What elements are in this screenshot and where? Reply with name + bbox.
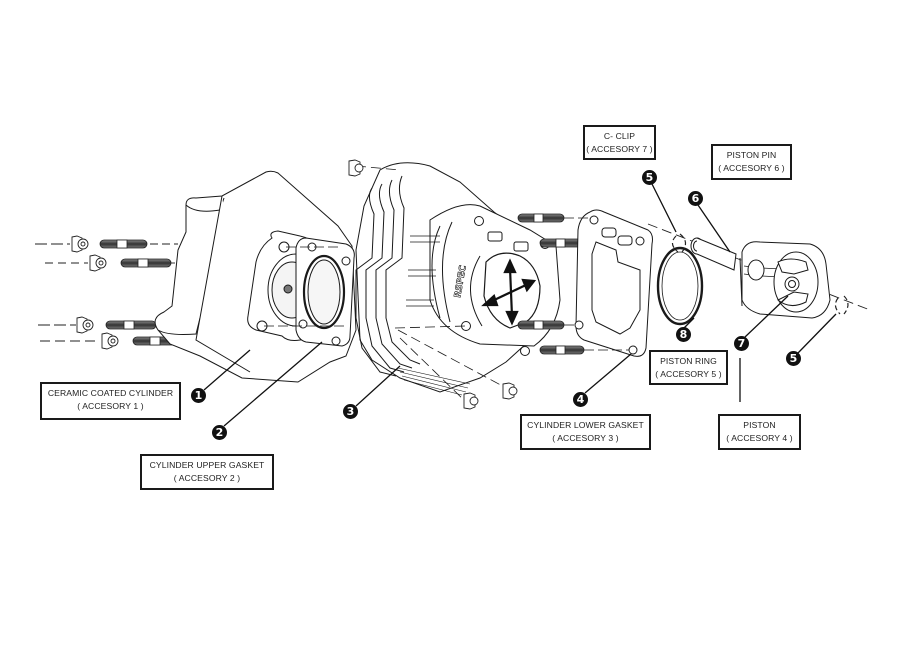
flange-nut bbox=[89, 254, 107, 272]
c-clip-bottom bbox=[834, 295, 849, 315]
stud bbox=[99, 239, 148, 249]
nut-group-head bbox=[348, 159, 518, 410]
cylinder-lower-gasket bbox=[564, 209, 653, 357]
flange-nut bbox=[76, 316, 94, 334]
label-accessory: ( ACCESORY 3 ) bbox=[552, 432, 619, 443]
part-number-badge-4: 4 bbox=[573, 392, 588, 407]
part-number-badge-6: 6 bbox=[688, 191, 703, 206]
leader-5-top bbox=[651, 183, 677, 233]
part-number-badge-8: 8 bbox=[676, 327, 691, 342]
label-cylinder-upper-gasket: CYLINDER UPPER GASKET ( ACCESORY 2 ) bbox=[140, 454, 274, 490]
c-clip-top bbox=[671, 233, 687, 253]
leader-3 bbox=[355, 365, 401, 407]
piston-ring bbox=[656, 246, 704, 326]
nut-group-left bbox=[71, 235, 119, 350]
part-number-badge-5-bottom: 5 bbox=[786, 351, 801, 366]
leader-8 bbox=[683, 317, 695, 329]
stud bbox=[539, 238, 585, 248]
label-accessory: ( ACCESORY 1 ) bbox=[77, 400, 144, 411]
cylinder-upper-gasket bbox=[264, 237, 355, 347]
leader-5-bottom bbox=[797, 313, 837, 354]
flange-nut bbox=[101, 332, 119, 350]
cylinder-head bbox=[355, 162, 561, 403]
label-ceramic-coated-cylinder: CERAMIC COATED CYLINDER ( ACCESORY 1 ) bbox=[40, 382, 181, 420]
label-title: CYLINDER UPPER GASKET bbox=[149, 460, 265, 470]
leader-2 bbox=[223, 341, 323, 427]
stud bbox=[539, 345, 585, 355]
leader-lines bbox=[203, 183, 837, 427]
stud bbox=[120, 258, 172, 268]
motion-arrows-icon bbox=[481, 258, 537, 326]
flange-nut bbox=[348, 159, 364, 177]
left-fasteners bbox=[35, 243, 178, 342]
flange-nut bbox=[71, 235, 89, 253]
leader-6 bbox=[697, 204, 731, 253]
flange-nut bbox=[502, 382, 518, 400]
label-accessory: ( ACCESORY 4 ) bbox=[726, 432, 793, 443]
label-title: PISTON bbox=[743, 420, 776, 430]
label-accessory: ( ACCESORY 2 ) bbox=[173, 472, 241, 483]
label-piston-pin: PISTON PIN ( ACCESORY 6 ) bbox=[711, 144, 792, 180]
part-number-badge-1: 1 bbox=[191, 388, 206, 403]
stud bbox=[517, 213, 565, 223]
label-c-clip: C- CLIP ( ACCESORY 7 ) bbox=[583, 125, 656, 160]
label-accessory: ( ACCESORY 5 ) bbox=[655, 368, 722, 379]
part-number-badge-5-top: 5 bbox=[642, 170, 657, 185]
part-number-badge-3: 3 bbox=[343, 404, 358, 419]
label-cylinder-lower-gasket: CYLINDER LOWER GASKET ( ACCESORY 3 ) bbox=[520, 414, 651, 450]
label-title: CERAMIC COATED CYLINDER bbox=[47, 388, 174, 398]
part-number-badge-2: 2 bbox=[212, 425, 227, 440]
stud bbox=[105, 320, 157, 330]
piston-pin bbox=[690, 237, 737, 271]
label-piston: PISTON ( ACCESORY 4 ) bbox=[718, 414, 801, 450]
stud bbox=[517, 320, 565, 330]
label-title: CYLINDER LOWER GASKET bbox=[527, 420, 644, 430]
piston bbox=[739, 241, 831, 319]
label-title: PISTON RING bbox=[660, 356, 717, 366]
leader-7 bbox=[744, 295, 789, 338]
leader-1 bbox=[203, 349, 251, 391]
label-accessory: ( ACCESORY 6 ) bbox=[718, 162, 785, 173]
flange-nut bbox=[463, 392, 479, 410]
leader-4 bbox=[584, 353, 632, 394]
label-piston-ring: PISTON RING ( ACCESORY 5 ) bbox=[649, 350, 728, 385]
part-number-badge-7: 7 bbox=[734, 336, 749, 351]
label-accessory: ( ACCESORY 7 ) bbox=[586, 143, 653, 154]
label-title: C- CLIP bbox=[603, 131, 636, 141]
stud-group-right bbox=[517, 213, 585, 355]
label-title: PISTON PIN bbox=[726, 150, 777, 160]
stud-group-left bbox=[99, 239, 179, 346]
piston-pin-axis bbox=[647, 223, 871, 311]
